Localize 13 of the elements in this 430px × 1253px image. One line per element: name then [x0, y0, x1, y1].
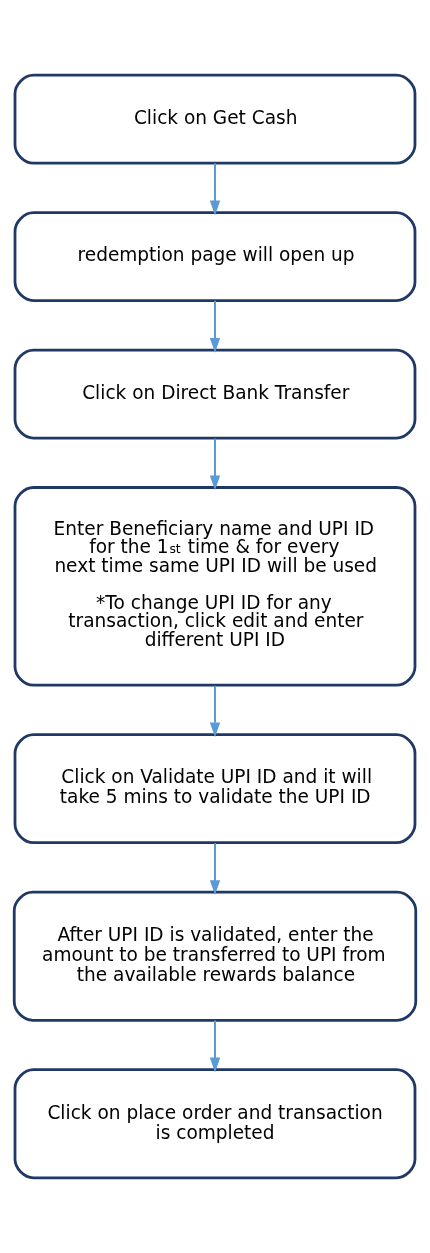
- node-box: After UPI ID is validated, enter the amount to be transferred to UPI from the available rewards balance: [12, 890, 418, 1022]
- arrow: [209, 685, 221, 738]
- node-box: Enter Beneficiary name and UPI ID for the 1st time & for every next time same UPI ID will be used *To change UPI ID for any transaction, click edit and enter different UPI ID: [13, 486, 417, 687]
- node-box: Click on Direct Bank Transfer: [13, 348, 417, 440]
- node-box: Click on Get Cash: [13, 73, 417, 165]
- arrow: [209, 843, 221, 896]
- arrow: [209, 438, 221, 491]
- node-box: redemption page will open up: [13, 211, 417, 303]
- arrow: [209, 163, 221, 216]
- node-box: Click on Validate UPI ID and it will take 5 mins to validate the UPI ID: [13, 733, 417, 845]
- arrow: [209, 300, 221, 353]
- arrow: [209, 1020, 221, 1073]
- node-box: Click on place order and transaction is completed: [13, 1068, 417, 1180]
